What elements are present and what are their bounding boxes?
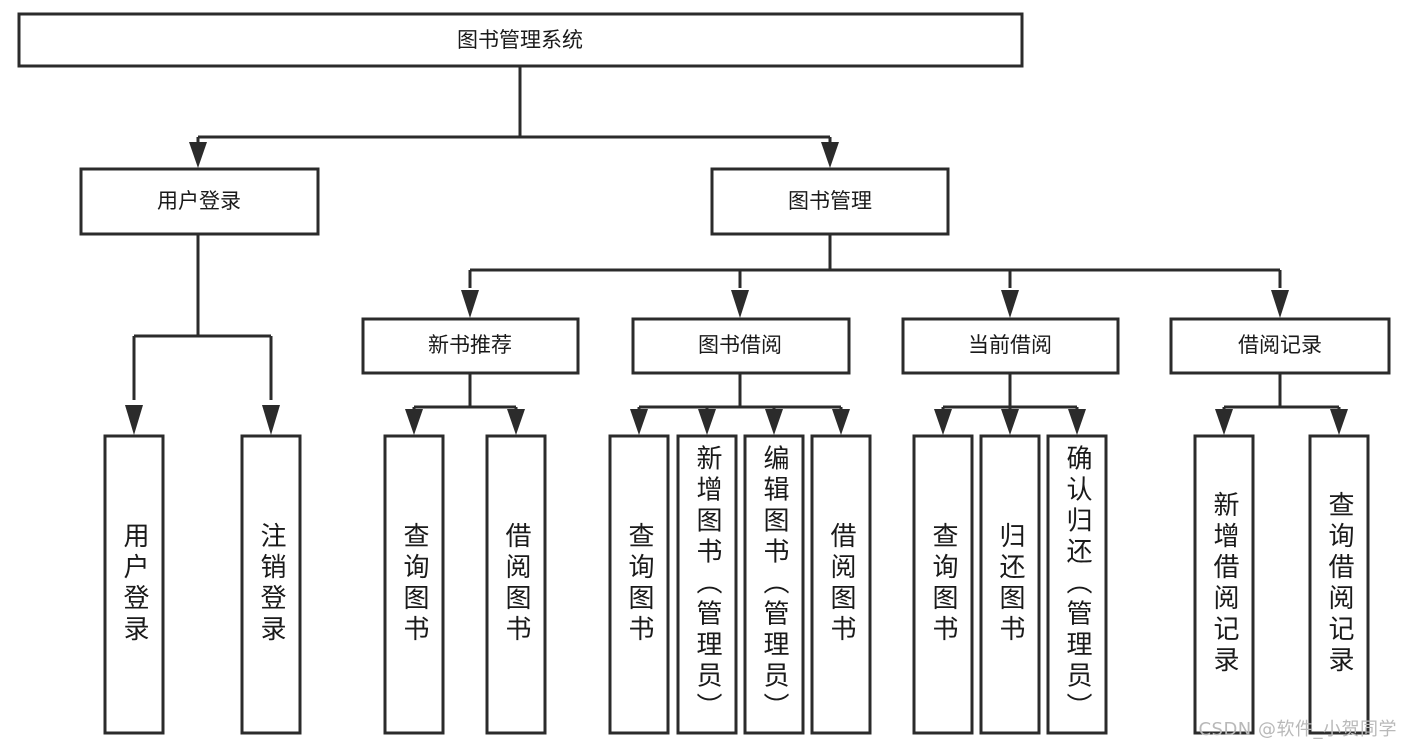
arrow-head-leaf-user-login-1 bbox=[125, 405, 143, 435]
node-new-book-recommend-label: 新书推荐 bbox=[428, 333, 512, 357]
node-leaf-nbr-query-book-label: 查询图书 bbox=[399, 522, 429, 646]
node-leaf-bb-query-book[interactable]: 查询图书 bbox=[608, 434, 670, 735]
node-leaf-user-login-login[interactable]: 用户登录 bbox=[103, 434, 165, 735]
arrow-head-leaf-bb-3 bbox=[765, 409, 783, 435]
connector-group-book-borrow bbox=[630, 373, 850, 435]
connector-group-borrow-record bbox=[1215, 373, 1348, 435]
arrow-head-leaf-user-login-2 bbox=[262, 405, 280, 435]
node-leaf-nbr-borrow-book[interactable]: 借阅图书 bbox=[485, 434, 547, 735]
node-leaf-bb-edit-book[interactable]: 编辑图书（管理员） bbox=[743, 434, 805, 735]
node-current-borrow-label: 当前借阅 bbox=[968, 333, 1052, 357]
node-book-manage-label: 图书管理 bbox=[788, 189, 872, 213]
arrow-head-leaf-nbr-2 bbox=[507, 409, 525, 435]
node-leaf-bb-edit-book-label: 编辑图书（管理员） bbox=[759, 444, 789, 723]
arrow-head-new-book-recommend bbox=[461, 290, 479, 318]
node-leaf-cb-confirm-return-label: 确认归还（管理员） bbox=[1062, 444, 1092, 723]
node-current-borrow-box bbox=[901, 317, 1120, 375]
arrow-head-leaf-cb-3 bbox=[1068, 409, 1086, 435]
node-leaf-br-query-record-box bbox=[1308, 434, 1370, 735]
node-borrow-record-label: 借阅记录 bbox=[1238, 333, 1322, 357]
node-root-system-box bbox=[17, 12, 1024, 68]
connector-group-user-login bbox=[125, 234, 280, 435]
connector-group-book-manage bbox=[461, 234, 1289, 318]
arrow-head-leaf-bb-4 bbox=[832, 409, 850, 435]
node-borrow-record-box bbox=[1169, 317, 1391, 375]
node-user-login-label: 用户登录 bbox=[157, 189, 241, 213]
arrow-head-leaf-bb-2 bbox=[698, 409, 716, 435]
connector-group-current-borrow bbox=[934, 373, 1086, 435]
arrow-head-leaf-nbr-1 bbox=[405, 409, 423, 435]
node-leaf-cb-confirm-return-box bbox=[1046, 434, 1108, 735]
node-leaf-nbr-borrow-book-box bbox=[485, 434, 547, 735]
arrow-head-borrow-record bbox=[1271, 290, 1289, 318]
node-borrow-record[interactable]: 借阅记录 bbox=[1169, 317, 1391, 375]
arrow-head-book-manage bbox=[821, 142, 839, 168]
node-book-borrow-label: 图书借阅 bbox=[698, 333, 782, 357]
node-leaf-bb-edit-book-box bbox=[743, 434, 805, 735]
node-leaf-br-add-record-label: 新增借阅记录 bbox=[1209, 491, 1239, 677]
node-leaf-user-login-logout-box bbox=[240, 434, 302, 735]
node-leaf-cb-query-book[interactable]: 查询图书 bbox=[912, 434, 974, 735]
node-book-borrow[interactable]: 图书借阅 bbox=[631, 317, 851, 375]
node-leaf-br-add-record-box bbox=[1193, 434, 1255, 735]
node-leaf-cb-query-book-box bbox=[912, 434, 974, 735]
arrow-head-leaf-cb-2 bbox=[1001, 409, 1019, 435]
node-book-borrow-box bbox=[631, 317, 851, 375]
node-leaf-nbr-borrow-book-label: 借阅图书 bbox=[501, 522, 531, 646]
arrow-head-user-login bbox=[189, 142, 207, 168]
node-leaf-bb-borrow-book[interactable]: 借阅图书 bbox=[810, 434, 872, 735]
node-leaf-bb-query-book-label: 查询图书 bbox=[624, 522, 654, 646]
node-leaf-bb-borrow-book-label: 借阅图书 bbox=[826, 522, 856, 646]
node-leaf-bb-add-book-box bbox=[676, 434, 738, 735]
node-leaf-cb-return-book-label: 归还图书 bbox=[995, 522, 1025, 646]
node-leaf-br-query-record[interactable]: 查询借阅记录 bbox=[1308, 434, 1370, 735]
node-leaf-br-add-record[interactable]: 新增借阅记录 bbox=[1193, 434, 1255, 735]
arrow-head-leaf-br-2 bbox=[1330, 409, 1348, 435]
connector-group-new-book-recommend bbox=[405, 373, 525, 435]
node-leaf-bb-add-book[interactable]: 新增图书（管理员） bbox=[676, 434, 738, 735]
arrow-head-leaf-cb-1 bbox=[934, 409, 952, 435]
node-new-book-recommend-box bbox=[361, 317, 580, 375]
arrow-head-current-borrow bbox=[1001, 290, 1019, 318]
node-new-book-recommend[interactable]: 新书推荐 bbox=[361, 317, 580, 375]
node-leaf-nbr-query-book[interactable]: 查询图书 bbox=[383, 434, 445, 735]
connector-group-root bbox=[189, 66, 839, 168]
node-leaf-cb-query-book-label: 查询图书 bbox=[928, 522, 958, 646]
node-leaf-nbr-query-book-box bbox=[383, 434, 445, 735]
node-user-login-box bbox=[79, 167, 320, 236]
arrow-head-book-borrow bbox=[731, 290, 749, 318]
node-leaf-user-login-logout-label: 注销登录 bbox=[256, 522, 286, 646]
node-user-login[interactable]: 用户登录 bbox=[79, 167, 320, 236]
node-book-manage[interactable]: 图书管理 bbox=[710, 167, 950, 236]
node-leaf-bb-query-book-box bbox=[608, 434, 670, 735]
node-leaf-user-login-login-label: 用户登录 bbox=[119, 522, 149, 646]
node-leaf-br-query-record-label: 查询借阅记录 bbox=[1324, 491, 1354, 677]
node-root-system[interactable]: 图书管理系统 bbox=[17, 12, 1024, 68]
arrow-head-leaf-br-1 bbox=[1215, 409, 1233, 435]
node-leaf-user-login-logout[interactable]: 注销登录 bbox=[240, 434, 302, 735]
node-leaf-cb-confirm-return[interactable]: 确认归还（管理员） bbox=[1046, 434, 1108, 735]
csdn-watermark: CSDN @软件_小贺同学 bbox=[1198, 719, 1397, 740]
node-leaf-bb-add-book-label: 新增图书（管理员） bbox=[692, 444, 722, 723]
node-book-manage-box bbox=[710, 167, 950, 236]
node-leaf-user-login-login-box bbox=[103, 434, 165, 735]
node-leaf-cb-return-book-box bbox=[979, 434, 1041, 735]
node-leaf-cb-return-book[interactable]: 归还图书 bbox=[979, 434, 1041, 735]
arrow-head-leaf-bb-1 bbox=[630, 409, 648, 435]
node-root-system-label: 图书管理系统 bbox=[457, 28, 583, 52]
node-current-borrow[interactable]: 当前借阅 bbox=[901, 317, 1120, 375]
node-leaf-bb-borrow-book-box bbox=[810, 434, 872, 735]
